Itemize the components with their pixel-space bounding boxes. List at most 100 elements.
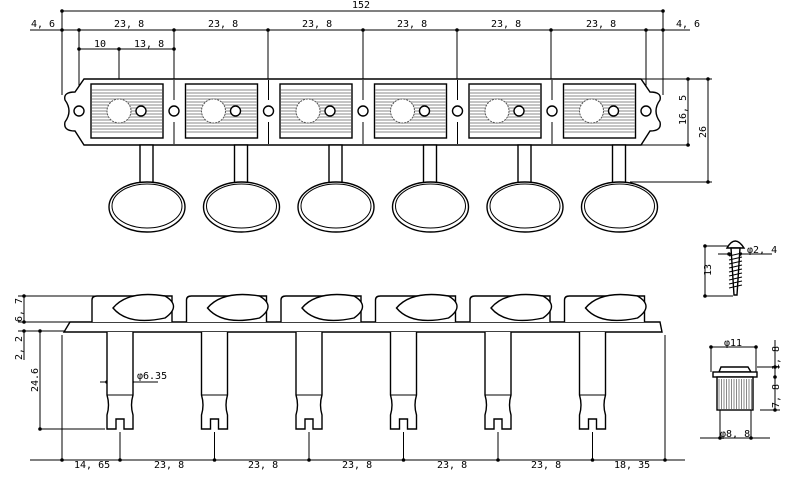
knob-rim [584, 183, 655, 229]
dim-dot [773, 375, 777, 379]
side-knob [206, 293, 269, 322]
mount-hole [451, 105, 464, 117]
parts [62, 78, 758, 430]
dim-dot [22, 329, 26, 333]
tuner-side-1 [91, 293, 175, 430]
dim-dot [401, 458, 406, 462]
screw-thread [728, 252, 743, 257]
dim-bottom: 23, 8 [154, 460, 184, 471]
knob-rim [489, 183, 561, 229]
tuner-top-5 [468, 80, 564, 233]
dim-bottom: 23, 8 [342, 460, 372, 471]
post [295, 332, 323, 430]
post [106, 332, 134, 430]
dim-spacing: 23, 8 [491, 19, 521, 30]
dim-dot [22, 320, 26, 324]
shaft-circle [607, 105, 620, 117]
dim-spacing: 23, 8 [114, 19, 144, 30]
dim-spacing: 23, 8 [208, 19, 238, 30]
tuner-side-6 [563, 293, 647, 430]
dim-dot [172, 47, 176, 51]
dim-overall: 152 [352, 0, 370, 11]
post-circle [106, 98, 132, 124]
post [578, 332, 607, 430]
post-circle [390, 98, 415, 124]
screw-thread [728, 284, 743, 289]
post-circle [484, 98, 510, 124]
tuner-shaft [328, 144, 343, 184]
dim-bottom: 18, 35 [614, 460, 650, 471]
dim-knob-height: 6, 7 [14, 298, 25, 322]
post [389, 332, 418, 430]
bushing-head [717, 366, 753, 373]
tuner-knob [108, 181, 186, 233]
dim-edge-right: 4, 6 [676, 19, 700, 30]
dimension-lines [18, 9, 780, 462]
side-knob [490, 293, 553, 322]
knob-rim [111, 183, 183, 229]
tuner-side-5 [469, 293, 553, 430]
tuner-shaft [517, 144, 532, 184]
tuner-side-4 [374, 293, 458, 430]
dim-dot [686, 77, 690, 81]
dim-spacing: 23, 8 [302, 19, 332, 30]
side-knob [395, 293, 458, 322]
post [200, 332, 229, 430]
dim-bushing-body-height: 7, 8 [771, 384, 782, 408]
dim-dot [118, 458, 122, 462]
dim-spacing: 23, 8 [586, 19, 616, 30]
screw-thread [728, 268, 743, 273]
tuner-top-2 [184, 80, 281, 233]
dim-bushing-head-height: 1, 8 [771, 346, 782, 370]
dim-bushing-body-diameter: φ8, 8 [720, 429, 750, 440]
post [484, 332, 512, 430]
dim-dot [590, 458, 595, 462]
bushing-flange [712, 371, 758, 378]
dim-dot [749, 436, 753, 440]
mount-hole [546, 105, 558, 117]
tuner-top-1 [90, 80, 186, 233]
tuner-shaft [611, 144, 627, 184]
post-circle [579, 98, 604, 124]
side-plate [62, 321, 663, 333]
dim-bushing-head-diameter: φ11 [724, 338, 742, 349]
dim-bottom: 23, 8 [531, 460, 561, 471]
shaft-circle [135, 105, 147, 117]
screw-thread [728, 264, 743, 269]
side-knob [112, 293, 175, 322]
dim-total-height: 26 [698, 126, 709, 138]
dim-dot [773, 408, 777, 412]
screw-thread [728, 256, 743, 261]
screw-head [725, 240, 746, 249]
dim-post-offset: 10 [94, 39, 106, 50]
dim-dot [77, 47, 81, 51]
shaft-circle [229, 105, 242, 117]
mount-hole [357, 105, 369, 117]
dim-post-offset-rest: 13, 8 [134, 39, 164, 50]
dim-dot [754, 345, 758, 349]
dim-dot [727, 252, 731, 256]
dim-dot [38, 329, 42, 333]
dim-dot [496, 458, 500, 462]
dim-dot [706, 77, 710, 81]
dim-spacing: 23, 8 [397, 19, 427, 30]
dim-dot [307, 458, 311, 462]
screw-hole [73, 105, 85, 117]
dim-dot [706, 180, 710, 184]
tuner-top-3 [279, 80, 375, 233]
dim-dot [212, 458, 217, 462]
screw-hole [640, 105, 652, 117]
dim-dot [773, 365, 777, 369]
tuner-side-2 [185, 293, 269, 430]
knob-rim [395, 183, 466, 229]
dim-dot [686, 143, 690, 147]
dim-screw-diameter: φ2, 4 [747, 245, 777, 256]
shaft-circle [513, 105, 525, 117]
dim-post-length: 24.6 [30, 368, 41, 392]
dim-bottom: 14, 65 [74, 460, 110, 471]
knob-rim [300, 183, 372, 229]
dim-dot [22, 294, 26, 298]
tuner-knob [202, 181, 281, 233]
dim-edge-left: 4, 6 [31, 19, 55, 30]
